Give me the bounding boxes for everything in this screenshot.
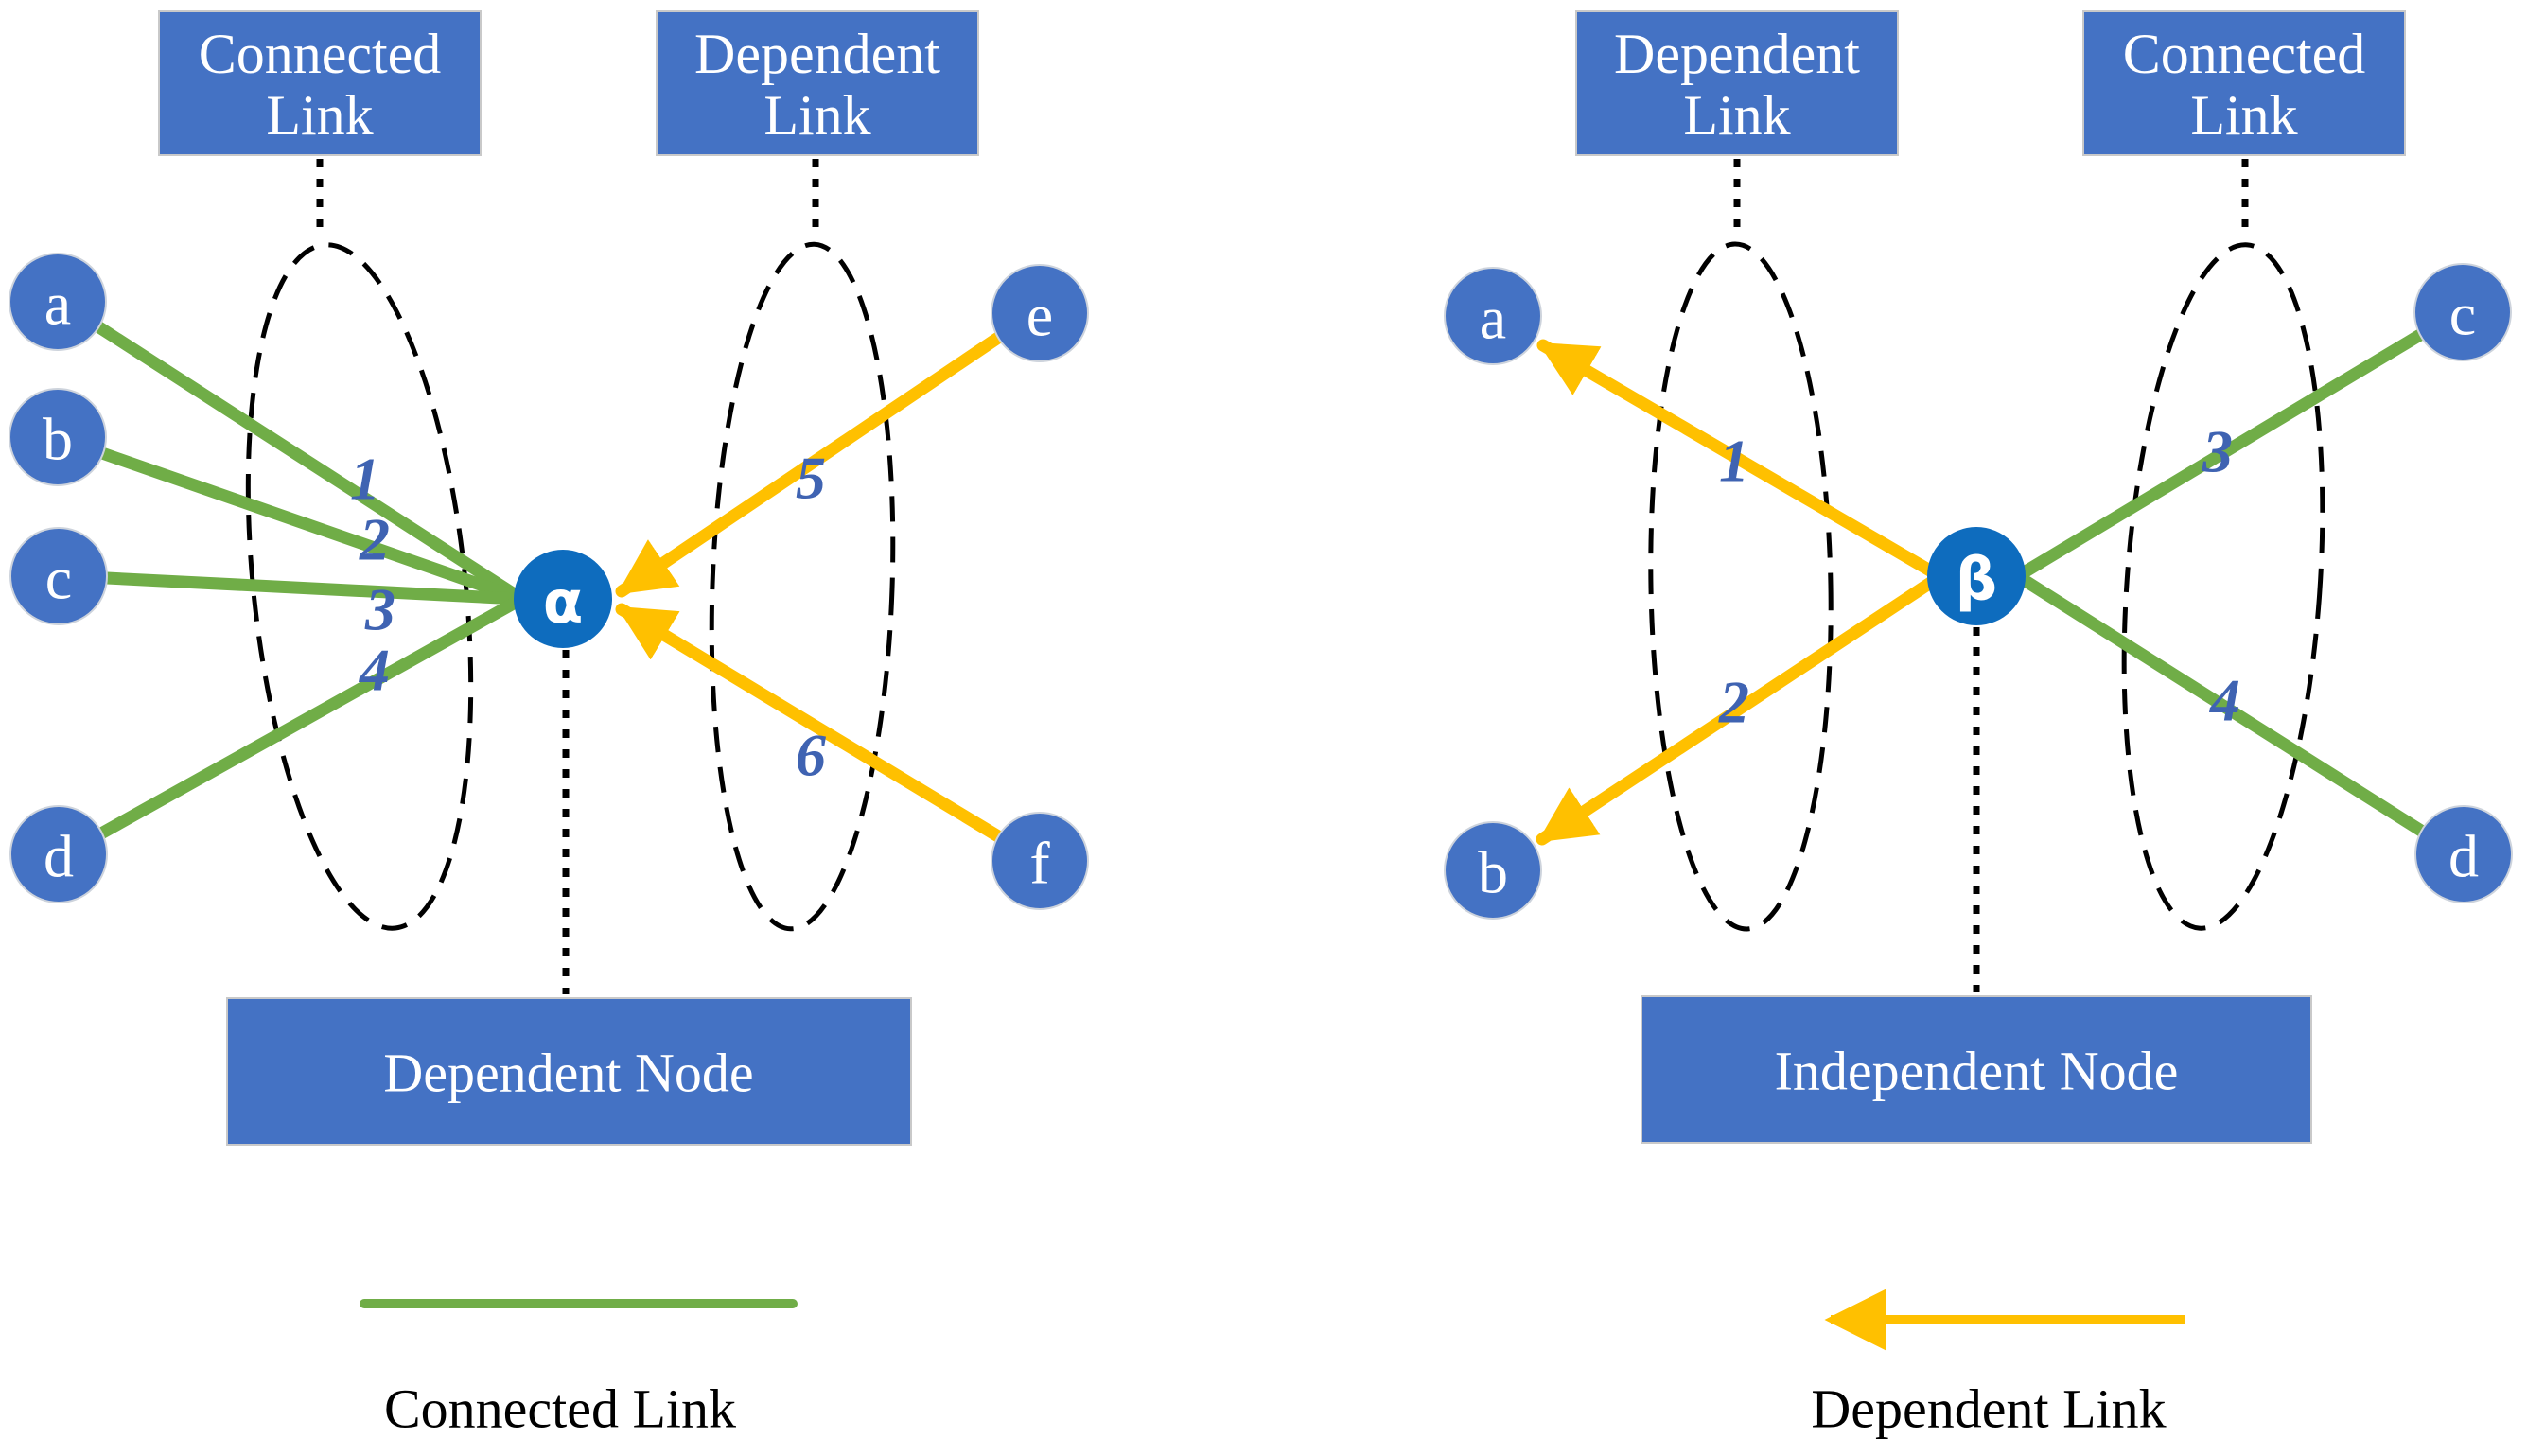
- link-1-label: 1: [350, 446, 380, 513]
- link-2-label: 2: [359, 506, 390, 573]
- node-d-label: d: [44, 823, 74, 890]
- node-d: [9, 805, 108, 903]
- node-c-label: c: [45, 545, 72, 612]
- link-4-line: [95, 594, 525, 840]
- hub-alpha-label: α: [543, 568, 584, 637]
- right-node-a-label: a: [1480, 285, 1506, 352]
- legend-connected-label: Connected Link: [384, 1378, 736, 1440]
- right-connected-link-box: [2082, 10, 2406, 156]
- left-connected-link-box-line1: Connected: [199, 23, 442, 85]
- node-a: [9, 253, 107, 351]
- right-dependent-link-box-line1: Dependent: [1614, 23, 1860, 85]
- right-link-2-label: 2: [1718, 669, 1749, 736]
- link-2-line: [96, 447, 525, 605]
- node-e: [991, 264, 1089, 362]
- dependent-node-box-label: Dependent Node: [383, 1043, 753, 1104]
- hub-node-alpha: [514, 550, 612, 648]
- node-f-label: f: [1029, 830, 1050, 897]
- right-link-4-line: [2014, 571, 2428, 837]
- link-6-label: 6: [796, 722, 826, 789]
- right-node-d-label: d: [2448, 823, 2479, 890]
- legend-dependent-label: Dependent Link: [1811, 1378, 2166, 1440]
- left-dependent-group-ellipse: [709, 241, 896, 932]
- right-link-3-line: [2014, 328, 2427, 581]
- hub-beta-label: β: [1956, 545, 1997, 614]
- right-connected-link-box-line2: Link: [2190, 84, 2297, 147]
- independent-node-box: [1641, 995, 2312, 1144]
- right-link-3-label: 3: [2202, 418, 2233, 485]
- right-link-4-label: 4: [2209, 667, 2240, 734]
- node-a-label: a: [44, 271, 71, 338]
- right-node-b-label: b: [1478, 839, 1508, 906]
- link-3-label: 3: [364, 576, 395, 643]
- right-node-c-label: c: [2449, 281, 2476, 348]
- dependent-node-box: [226, 997, 912, 1146]
- link-5-label: 5: [796, 445, 826, 512]
- node-c: [9, 527, 108, 625]
- left-connected-link-box-line2: Link: [266, 84, 373, 147]
- link-6-arrow: [615, 603, 1005, 843]
- link-5-arrow: [615, 331, 1005, 598]
- left-dependent-link-box-line2: Link: [763, 84, 870, 147]
- right-link-1-label: 1: [1719, 428, 1749, 495]
- hub-node-beta: [1927, 527, 2026, 625]
- right-dependent-link-box: [1575, 10, 1899, 156]
- right-connected-group-ellipse: [2121, 242, 2325, 931]
- link-4-label: 4: [359, 637, 390, 704]
- right-connected-link-box-line1: Connected: [2123, 23, 2366, 85]
- left-connected-link-box: [158, 10, 482, 156]
- left-dependent-link-box: [656, 10, 979, 156]
- independent-node-box-label: Independent Node: [1775, 1041, 2179, 1102]
- right-node-d: [2414, 805, 2513, 903]
- right-link-1-arrow: [1536, 339, 1941, 580]
- right-dependent-group-ellipse: [1648, 241, 1834, 932]
- node-b-label: b: [43, 406, 73, 473]
- node-e-label: e: [1027, 282, 1053, 349]
- right-node-a: [1444, 267, 1542, 365]
- right-node-c: [2413, 263, 2512, 361]
- right-node-b: [1444, 821, 1542, 920]
- node-b: [9, 388, 107, 486]
- link-1-line: [93, 321, 525, 604]
- right-link-2-arrow: [1536, 573, 1941, 846]
- node-f: [991, 812, 1089, 910]
- right-dependent-link-box-line2: Link: [1683, 84, 1790, 147]
- left-dependent-link-box-line1: Dependent: [694, 23, 940, 85]
- link-3-line: [100, 571, 525, 605]
